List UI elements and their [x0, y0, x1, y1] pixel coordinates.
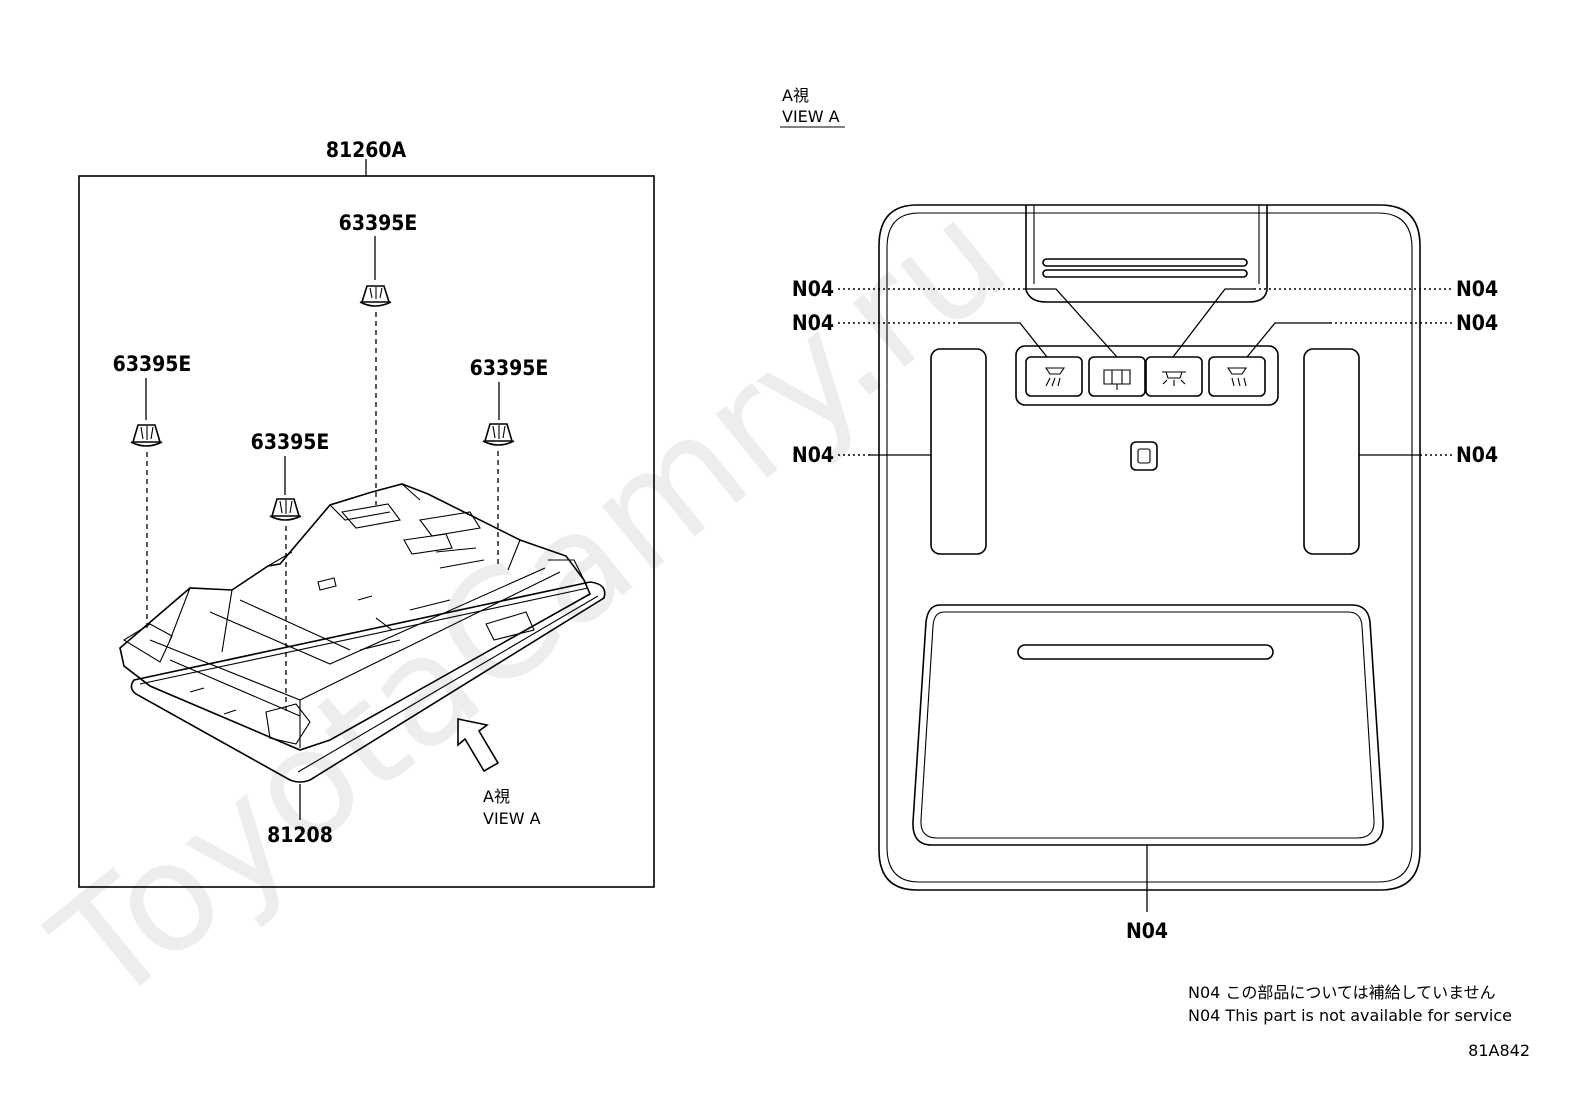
right-reading-lamp-switch: [1208, 356, 1266, 397]
callout-reading-lamp-left: N04: [792, 311, 834, 335]
footnote-jp: N04 この部品については補給していません: [1188, 983, 1496, 1002]
footnote-en: N04 This part is not available for servi…: [1188, 1006, 1512, 1025]
assembly-group: 81260A: [78, 138, 655, 888]
callout-leaders: [838, 288, 1452, 912]
view-title-jp: A視: [782, 86, 809, 105]
clip-center: [269, 498, 302, 521]
callout-lower-lens: N04: [1126, 919, 1168, 943]
assembly-label: 81260A: [326, 138, 407, 162]
clip-label-right: 63395E: [470, 356, 549, 380]
map-lamp-housing: [119, 483, 606, 783]
clip-label-top: 63395E: [339, 211, 418, 235]
overhead-console: [878, 204, 1421, 891]
view-ref-jp: A視: [483, 787, 510, 806]
watermark: ToyotaCamry.ru: [22, 169, 1038, 1038]
view-ref-en: VIEW A: [483, 809, 541, 828]
switch-bar: [1015, 345, 1279, 406]
door-switch: [1088, 356, 1146, 397]
lower-lens: [912, 604, 1384, 846]
left-reading-lamp-switch: [1025, 356, 1083, 397]
callout-switch-right: N04: [1456, 277, 1498, 301]
room-lamp-switch: [1145, 356, 1203, 397]
left-lamp-icon: [1044, 367, 1066, 387]
figure-code: 81A842: [1468, 1041, 1530, 1060]
sensor: [1130, 441, 1158, 471]
callout-lens-right: N04: [1456, 443, 1498, 467]
left-lens: [930, 348, 987, 555]
callout-reading-lamp-right: N04: [1456, 311, 1498, 335]
view-title-en: VIEW A: [782, 107, 840, 126]
clip-label-left: 63395E: [113, 352, 192, 376]
clip-top: [359, 285, 392, 307]
callout-lens-left: N04: [792, 443, 834, 467]
room-lamp-icon: [1162, 371, 1186, 386]
right-lamp-icon: [1226, 367, 1248, 387]
view-arrow: [457, 718, 500, 773]
clip-left: [130, 424, 163, 447]
callout-switch-left: N04: [792, 277, 834, 301]
lamp-label: 81208: [267, 823, 333, 847]
clip-label-center: 63395E: [251, 430, 330, 454]
door-icon: [1103, 369, 1131, 390]
vent-slot: [1042, 258, 1248, 278]
right-lens: [1303, 348, 1360, 555]
clip-right: [482, 423, 515, 446]
